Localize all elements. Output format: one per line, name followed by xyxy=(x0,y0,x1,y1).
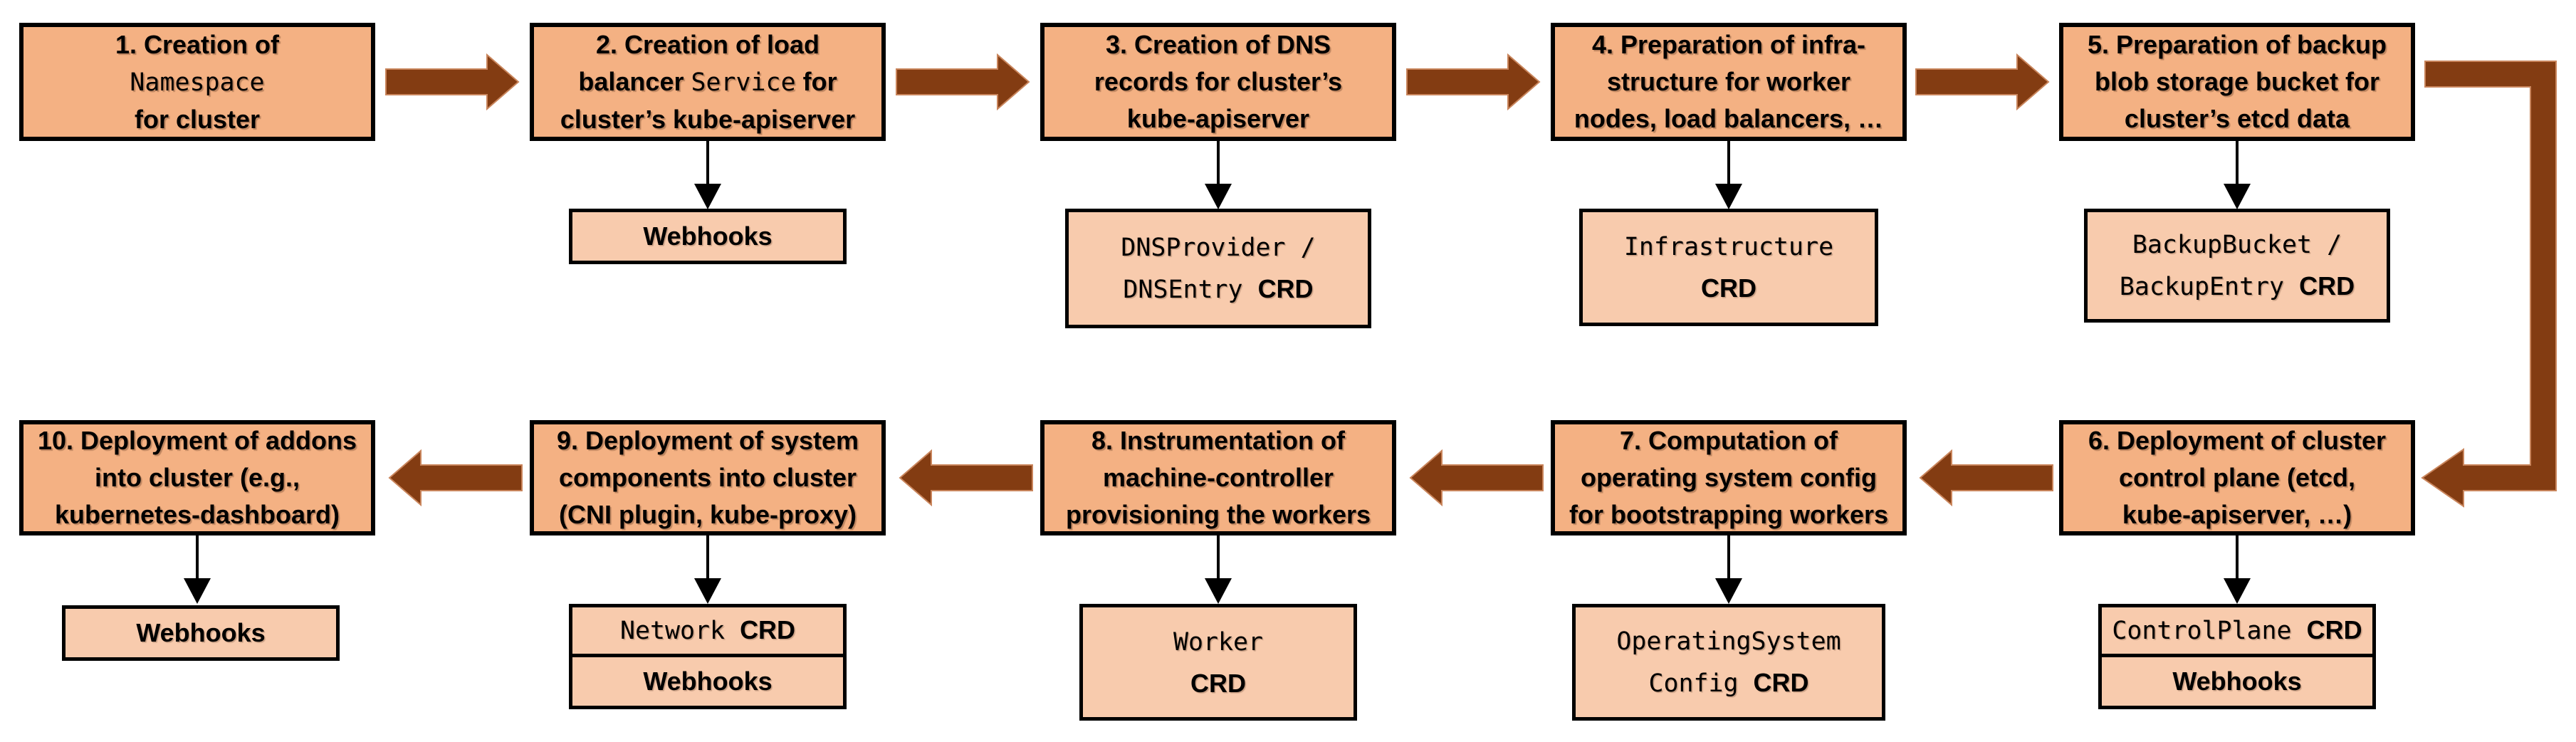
wrap-arrow-icon xyxy=(2421,61,2557,508)
connector-line xyxy=(1727,535,1730,580)
flow-arrow-right-icon xyxy=(896,53,1030,110)
connector-arrowhead-icon xyxy=(1715,578,1742,604)
step-6-webhooks-box: Webhooks xyxy=(2098,654,2376,709)
flow-arrow-right-icon xyxy=(1406,53,1541,110)
flow-arrow-left-icon xyxy=(388,449,523,506)
crd-label-line: ControlPlane CRD xyxy=(2112,615,2362,645)
step-3-crd-box: DNSProvider / DNSEntry CRD xyxy=(1065,209,1371,328)
connector-arrowhead-icon xyxy=(184,578,211,604)
crd-label-line: Network CRD xyxy=(619,615,796,645)
flow-arrow-left-icon xyxy=(1409,449,1544,506)
flow-arrow-left-icon xyxy=(1919,449,2053,506)
flow-arrow-left-icon xyxy=(899,449,1033,506)
step-4-column: 4. Preparation of infra-structure for wo… xyxy=(1551,0,1907,742)
step-8-crd-box: Worker CRD xyxy=(1079,604,1357,721)
connector-line xyxy=(1217,535,1220,580)
step-4-crd-box: Infrastructure CRD xyxy=(1579,209,1878,326)
step-7-crd-box: OperatingSystem Config CRD xyxy=(1572,604,1885,721)
step-9-webhooks-box: Webhooks xyxy=(569,654,847,709)
step-6-crd-box: ControlPlane CRD xyxy=(2098,604,2376,657)
connector-arrowhead-icon xyxy=(1715,184,1742,209)
webhooks-label: Webhooks xyxy=(643,667,773,696)
step-2-webhooks-box: Webhooks xyxy=(569,209,847,264)
step-10-webhooks-box: Webhooks xyxy=(62,605,340,661)
connector-line xyxy=(1727,141,1730,185)
connector-line xyxy=(196,535,199,580)
crd-label-line: OperatingSystem xyxy=(1616,627,1841,656)
crd-label-line: Config CRD xyxy=(1648,668,1809,698)
webhooks-label: Webhooks xyxy=(643,221,773,251)
connector-line xyxy=(1217,141,1220,185)
webhooks-label: Webhooks xyxy=(136,618,266,647)
connector-line xyxy=(2236,141,2239,185)
crd-label-line: CRD xyxy=(1190,668,1246,698)
step-5-crd-box: BackupBucket / BackupEntry CRD xyxy=(2084,209,2390,323)
crd-label-line: BackupEntry CRD xyxy=(2119,271,2355,301)
crd-label-line: CRD xyxy=(1701,273,1756,303)
connector-arrowhead-icon xyxy=(1205,578,1232,604)
crd-label-line: BackupBucket / xyxy=(2132,231,2342,259)
step-9-crd-box: Network CRD xyxy=(569,604,847,657)
crd-label-line: DNSEntry CRD xyxy=(1123,274,1314,304)
flow-arrow-right-icon xyxy=(1915,53,2050,110)
crd-label-line: Worker xyxy=(1173,627,1264,657)
connector-arrowhead-icon xyxy=(694,184,721,209)
crd-label-line: Infrastructure xyxy=(1623,233,1834,261)
connector-arrowhead-icon xyxy=(694,578,721,604)
connector-arrowhead-icon xyxy=(1205,184,1232,209)
webhooks-label: Webhooks xyxy=(2172,667,2302,696)
step-4-label: 4. Preparation of infra-structure for wo… xyxy=(1574,30,1884,133)
step-4-box: 4. Preparation of infra-structure for wo… xyxy=(1551,23,1907,141)
connector-arrowhead-icon xyxy=(2224,578,2251,604)
connector-line xyxy=(706,535,709,580)
connector-line xyxy=(2236,535,2239,580)
flow-arrow-right-icon xyxy=(385,53,520,110)
crd-label-line: DNSProvider / xyxy=(1121,234,1316,262)
connector-line xyxy=(706,141,709,185)
connector-arrowhead-icon xyxy=(2224,184,2251,209)
